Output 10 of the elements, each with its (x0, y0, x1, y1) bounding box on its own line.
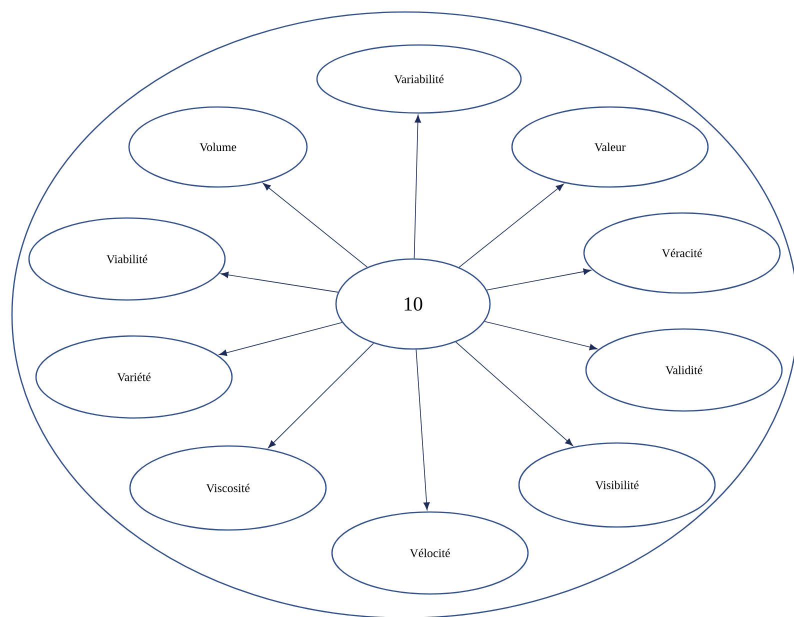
arrow (486, 268, 592, 290)
arrow (262, 183, 368, 268)
arrow (416, 349, 430, 510)
arrow (220, 272, 338, 293)
arrow (219, 322, 342, 356)
arrow (458, 184, 564, 268)
arrow (268, 342, 374, 448)
arrow (484, 321, 598, 350)
arrow (456, 342, 573, 446)
arrow (414, 114, 422, 259)
